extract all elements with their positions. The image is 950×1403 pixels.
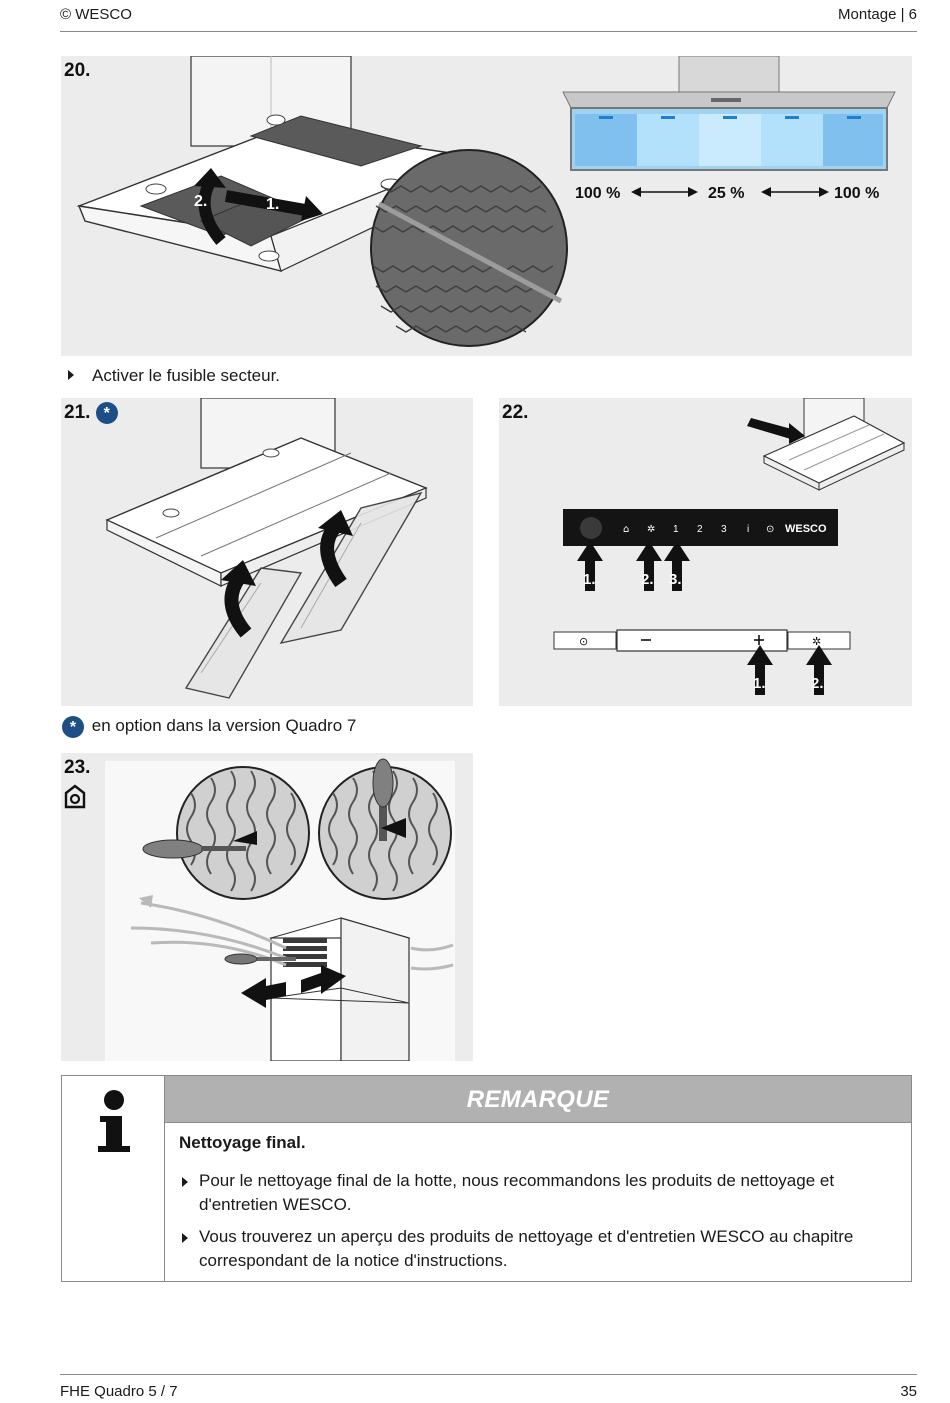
instruction-fuse-text: Activer le fusible secteur. bbox=[92, 366, 281, 385]
step-21-number: 21. * bbox=[64, 402, 118, 424]
remark-title: REMARQUE bbox=[165, 1076, 911, 1123]
page-header: © WESCO Montage | 6 bbox=[60, 6, 917, 32]
fan-level-1-button: 1 bbox=[673, 524, 679, 535]
info-button: i bbox=[747, 524, 749, 535]
step-22-illustration: ⌂ ✲ 1 2 3 i ⊙ WESCO 1. 2. 3. ⊙ ✲ 1. 2. bbox=[553, 398, 906, 695]
remark-item: Vous trouverez un aperçu des produits de… bbox=[179, 1225, 899, 1273]
header-section: Montage | 6 bbox=[838, 6, 917, 23]
step-21-panel: 21. * bbox=[61, 398, 473, 706]
step-22-panel: ⌂ ✲ 1 2 3 i ⊙ WESCO 1. 2. 3. ⊙ ✲ 1. 2. 2… bbox=[499, 398, 912, 706]
light-icon-b: ✲ bbox=[812, 635, 821, 648]
light-icon: ✲ bbox=[647, 524, 655, 535]
brand-logo: WESCO bbox=[785, 523, 827, 535]
step-21-illustration bbox=[105, 398, 428, 699]
page-footer: FHE Quadro 5 / 7 35 bbox=[60, 1374, 917, 1400]
step-23-number: 23. bbox=[64, 757, 91, 778]
step-23-panel: 23. bbox=[61, 753, 473, 1061]
level-left: 100 % bbox=[575, 185, 620, 202]
page-number: 35 bbox=[900, 1383, 917, 1400]
remark-box: REMARQUE Nettoyage final. Pour le nettoy… bbox=[61, 1075, 912, 1282]
remark-icon-column bbox=[62, 1076, 165, 1281]
step-21-number-text: 21. bbox=[64, 402, 91, 424]
optional-badge: * bbox=[62, 716, 84, 738]
timer-icon-b: ⊙ bbox=[579, 635, 588, 648]
optional-badge: * bbox=[95, 402, 118, 424]
professional-icon bbox=[64, 784, 86, 809]
remark-heading: Nettoyage final. bbox=[179, 1133, 306, 1152]
info-icon bbox=[98, 1090, 130, 1152]
step-20-label-2: 2. bbox=[194, 193, 207, 210]
panel-b-label-1: 1. bbox=[753, 675, 766, 692]
timer-icon: ⊙ bbox=[766, 524, 774, 535]
option-note-text: en option dans la version Quadro 7 bbox=[91, 716, 357, 736]
fan-level-3-button: 3 bbox=[721, 524, 727, 535]
step-20-label-1: 1. bbox=[266, 196, 279, 213]
remark-item: Pour le nettoyage final de la hotte, nou… bbox=[179, 1169, 899, 1217]
step-20-panel: 2. 1. 100 % 25 % 100 % bbox=[61, 56, 912, 356]
instruction-fuse: Activer le fusible secteur. bbox=[68, 366, 280, 386]
panel-b-label-2: 2. bbox=[811, 675, 824, 692]
home-icon: ⌂ bbox=[623, 524, 629, 535]
panel-a-label-3: 3. bbox=[669, 571, 682, 588]
header-copyright: © WESCO bbox=[60, 6, 132, 23]
remark-item-text: Pour le nettoyage final de la hotte, nou… bbox=[199, 1171, 835, 1214]
bullet-icon bbox=[182, 1233, 188, 1243]
step-23-illustration bbox=[105, 758, 455, 1061]
step-22-number: 22. bbox=[502, 402, 529, 423]
bullet-icon bbox=[68, 369, 74, 380]
level-center: 25 % bbox=[708, 185, 744, 202]
footer-model: FHE Quadro 5 / 7 bbox=[60, 1383, 178, 1400]
level-right: 100 % bbox=[834, 185, 879, 202]
bullet-icon bbox=[182, 1177, 188, 1187]
step-20-illustration: 2. 1. 100 % 25 % 100 % bbox=[76, 56, 896, 347]
fan-level-2-button: 2 bbox=[697, 524, 703, 535]
remark-item-text: Vous trouverez un aperçu des produits de… bbox=[199, 1227, 854, 1270]
step-20-number: 20. bbox=[64, 60, 91, 81]
option-note: * en option dans la version Quadro 7 bbox=[62, 716, 356, 738]
panel-a-label-1: 1. bbox=[583, 571, 596, 588]
panel-a-label-2: 2. bbox=[641, 571, 654, 588]
